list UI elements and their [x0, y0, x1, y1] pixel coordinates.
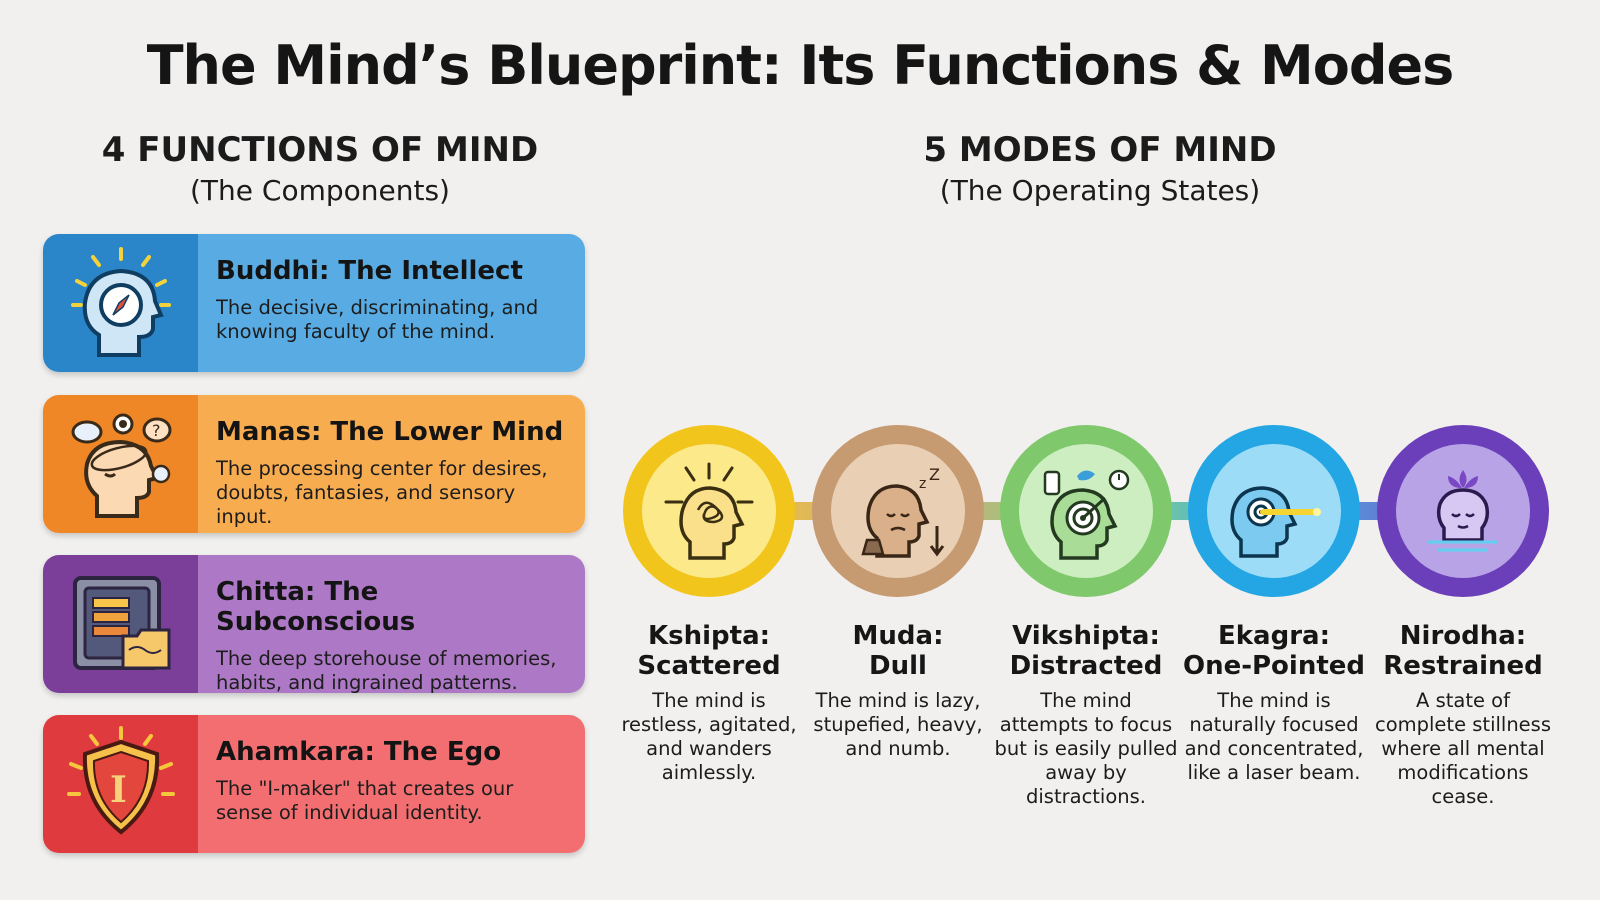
mode-subtitle: Scattered: [637, 651, 781, 681]
card-title: Ahamkara: The Ego: [216, 737, 502, 767]
card-description: The deep storehouse of memories, habits,…: [216, 647, 557, 693]
laser-head-icon: [1207, 444, 1341, 578]
functions-heading: 4 FUNCTIONS OF MIND: [101, 130, 539, 170]
function-card-chitta: Chitta: The Subconscious The deep storeh…: [43, 555, 585, 693]
mode-circle-kshipta: [623, 425, 795, 597]
mode-subtitle: One-Pointed: [1182, 651, 1366, 681]
card-title: Manas: The Lower Mind: [216, 417, 564, 447]
mode-description: The mind attempts to focus but is easily…: [994, 689, 1178, 808]
head-thoughts-icon: ?: [43, 395, 198, 533]
mode-title: Muda:: [852, 621, 944, 651]
mode-description: A state of complete stillness where all …: [1374, 689, 1551, 808]
mode-nirodha: Nirodha: Restrained A state of complete …: [1370, 621, 1556, 809]
functions-heading-block: 4 FUNCTIONS OF MIND (The Components): [60, 130, 580, 207]
mode-title: Nirodha:: [1399, 621, 1527, 651]
svg-text:Z: Z: [929, 465, 940, 484]
modes-heading-block: 5 MODES OF MIND (The Operating States): [800, 130, 1400, 207]
card-title: Buddhi: The Intellect: [216, 256, 523, 286]
mode-kshipta: Kshipta: Scattered The mind is restless,…: [616, 621, 802, 785]
svg-text:?: ?: [152, 421, 161, 440]
mode-title: Ekagra:: [1218, 621, 1330, 651]
mode-ekagra: Ekagra: One-Pointed The mind is naturall…: [1181, 621, 1367, 785]
mode-circle-nirodha: [1377, 425, 1549, 597]
mode-title: Kshipta:: [647, 621, 771, 651]
modes-subheading: (The Operating States): [939, 174, 1261, 207]
mode-description: The mind is naturally focused and concen…: [1184, 689, 1364, 784]
mode-subtitle: Distracted: [1009, 651, 1163, 681]
tangled-head-icon: [642, 444, 776, 578]
mode-subtitle: Dull: [869, 651, 927, 681]
mode-muda: Muda: Dull The mind is lazy, stupefied, …: [805, 621, 991, 761]
card-description: The processing center for desires, doubt…: [216, 457, 548, 528]
card-description: The "I-maker" that creates our sense of …: [216, 777, 514, 824]
card-description: The decisive, discriminating, and knowin…: [216, 296, 539, 343]
mode-description: The mind is restless, agitated, and wand…: [621, 689, 797, 784]
shield-i-icon: I: [43, 715, 198, 853]
functions-subheading: (The Components): [190, 174, 450, 207]
svg-text:z: z: [919, 476, 926, 492]
vault-files-icon: [43, 555, 198, 693]
head-compass-icon: [43, 234, 198, 372]
mode-circle-ekagra: [1188, 425, 1360, 597]
mode-circle-vikshipta: [1000, 425, 1172, 597]
mode-subtitle: Restrained: [1383, 651, 1543, 681]
sleepy-head-icon: z Z: [831, 444, 965, 578]
card-title: Chitta: The Subconscious: [216, 577, 416, 637]
page-title: The Mind’s Blueprint: Its Functions & Mo…: [146, 34, 1455, 97]
mode-circle-muda: z Z: [812, 425, 984, 597]
mode-description: The mind is lazy, stupefied, heavy, and …: [813, 689, 983, 760]
svg-text:I: I: [110, 769, 127, 811]
lotus-head-icon: [1396, 444, 1530, 578]
function-card-ahamkara: I Ahamkara: The Ego The "I-maker" that c…: [43, 715, 585, 853]
modes-heading: 5 MODES OF MIND: [923, 130, 1277, 170]
mode-vikshipta: Vikshipta: Distracted The mind attempts …: [993, 621, 1179, 809]
mode-title: Vikshipta:: [1012, 621, 1160, 651]
target-head-icon: [1019, 444, 1153, 578]
function-card-manas: ? Manas: The Lower Mind The processing c…: [43, 395, 585, 533]
function-card-buddhi: Buddhi: The Intellect The decisive, disc…: [43, 234, 585, 372]
